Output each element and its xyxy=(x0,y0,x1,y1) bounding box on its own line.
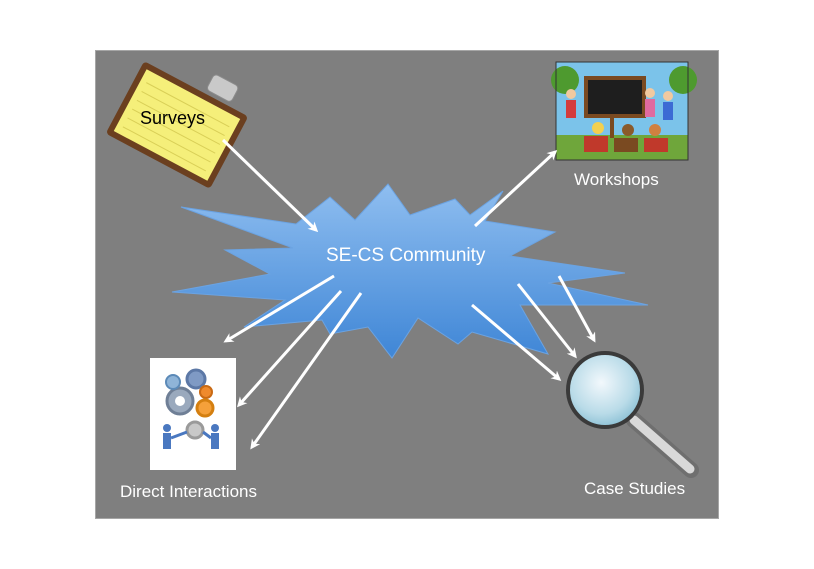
arrow-surveys-to-community xyxy=(221,138,319,233)
workshops-label: Workshops xyxy=(574,170,659,189)
arrow-community-to-case-studies-2 xyxy=(516,283,577,359)
arrow-community-to-case-studies-3 xyxy=(557,275,596,343)
arrow-community-to-workshops xyxy=(473,149,558,228)
arrow-community-to-direct-3 xyxy=(250,292,363,450)
community-burst xyxy=(171,183,649,359)
magnifying-glass-icon xyxy=(566,351,699,478)
surveys-label: Surveys xyxy=(140,108,206,128)
arrow-community-to-direct-1 xyxy=(223,274,335,343)
arrow-community-to-direct-2 xyxy=(236,289,343,408)
case-studies-label: Case Studies xyxy=(584,479,686,498)
workshop-cartoon-image xyxy=(551,61,697,161)
gears-people-image xyxy=(150,358,236,470)
direct-interactions-label: Direct Interactions xyxy=(120,482,257,501)
arrow-community-to-case-studies-1 xyxy=(471,303,562,381)
center-label: SE-CS Community xyxy=(326,245,486,266)
clipboard-icon xyxy=(107,62,247,188)
